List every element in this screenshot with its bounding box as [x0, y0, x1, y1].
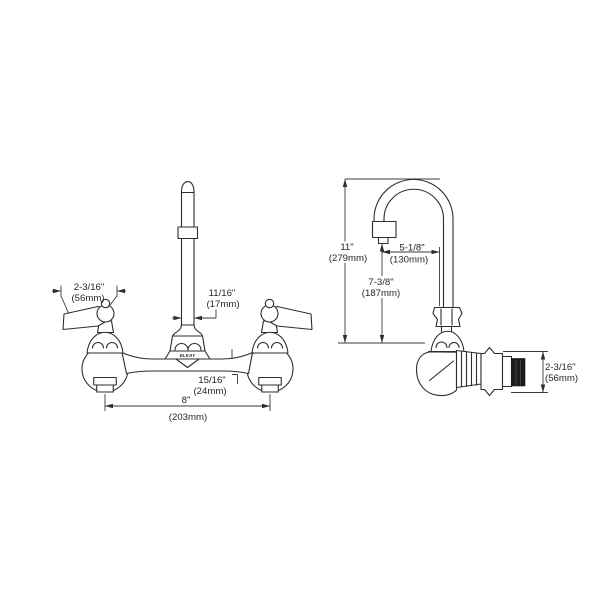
threaded-inlet-nipple [511, 358, 526, 387]
supply-cap-left-lower [96, 384, 114, 393]
text-mask-7-3-8 [357, 276, 405, 298]
spout-base-flare [171, 324, 204, 337]
thread-hatch [515, 360, 521, 386]
wall-mount-bracket [480, 346, 504, 397]
elbow-body [415, 351, 458, 397]
front-view: ELKAY 2-3/16" (56mm) 11/16" (17mm) 15/16… [52, 180, 313, 423]
dim-spout-width-in: 11/16" [209, 288, 236, 299]
outlet-stub [377, 236, 389, 245]
dim-bracket-height-in: 2-3/16" [545, 362, 576, 373]
dim-handle-length: 2-3/16" (56mm) [52, 282, 126, 314]
spout-collar-nut [177, 226, 199, 240]
dim-spout-reach-mm: (130mm) [390, 255, 428, 266]
dim-spout-width: 11/16" (17mm) [172, 288, 240, 321]
coupling-nut-ridges [460, 350, 478, 388]
valve-bonnet-left [86, 331, 124, 354]
dim-spout-reach-in: 5-1/8" [399, 243, 424, 254]
faucet-body-bar [121, 351, 254, 375]
dim-bracket-height-mm: (56mm) [545, 373, 578, 384]
dim-body-size-mm: (24mm) [193, 386, 226, 397]
dim-inlet-spacing-in: 8" [182, 395, 191, 406]
bracket-step [501, 355, 513, 388]
dim-handle-length-mm: (56mm) [71, 293, 104, 304]
elbow-accent-line [428, 360, 455, 382]
riser-stem [440, 325, 453, 333]
dim-outlet-height-mm: (187mm) [362, 288, 400, 299]
handle-screw-right [264, 298, 275, 309]
spout-riser-front [180, 180, 195, 327]
dim-inlet-spacing: 8" (203mm) [104, 394, 271, 423]
dim-handle-length-in: 2-3/16" [74, 282, 105, 293]
dim-body-size-in: 15/16" [198, 375, 225, 386]
supply-cap-right-upper [258, 376, 282, 386]
dim-outlet-height-in: 7-3/8" [368, 277, 393, 288]
base-bottom-notch [175, 358, 200, 369]
brand-mark: ELKAY [180, 353, 196, 358]
bonnet-screws-side [435, 341, 460, 349]
dim-bracket-height: 2-3/16" (56mm) [503, 351, 578, 393]
bonnet-screws-right [256, 342, 284, 349]
valve-bonnet-right [251, 331, 289, 354]
text-mask-11in [328, 241, 368, 263]
spout-base-skirt [164, 350, 211, 360]
dim-inlet-spacing-mm: (203mm) [169, 412, 207, 423]
base-band-screws [174, 342, 202, 351]
handle-screw-left [100, 298, 111, 309]
wall-coupling-nut [455, 349, 482, 389]
bonnet-screws-left [91, 342, 119, 349]
supply-cap-right-lower [261, 384, 279, 393]
riser-coupling-nut [432, 306, 463, 328]
side-view: 5-1/8" (130mm) 11" (279mm) 7-3/8" (187mm… [328, 178, 578, 397]
dim-spout-reach: 5-1/8" (130mm) [381, 243, 440, 306]
spout-outlet-aerator [371, 220, 397, 239]
valve-bonnet-side [430, 330, 465, 353]
dim-overall-height-mm: (279mm) [329, 253, 367, 264]
dim-overall-height-in: 11" [340, 242, 353, 253]
dim-spout-width-mm: (17mm) [206, 299, 239, 310]
gooseneck-spout [373, 178, 454, 309]
dim-body-size: 15/16" (24mm) [193, 349, 238, 397]
riser-nut-facets [440, 308, 453, 326]
supply-cap-left-upper [93, 376, 117, 386]
